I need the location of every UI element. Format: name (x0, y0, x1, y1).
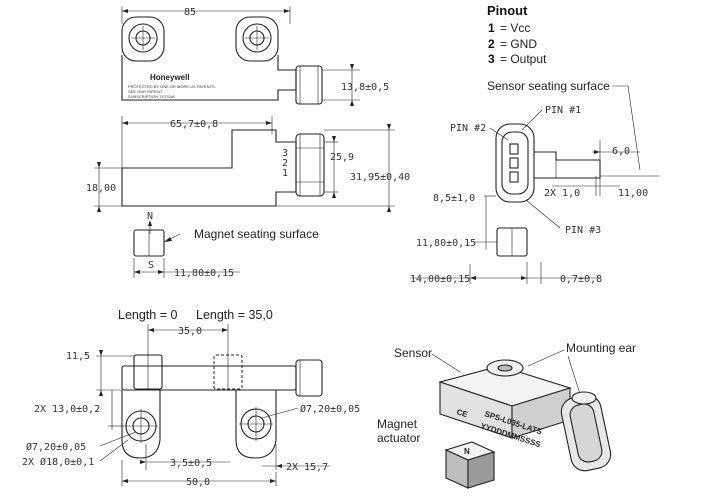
svg-text:11,00: 11,00 (618, 188, 648, 199)
svg-text:2: 2 (282, 158, 288, 169)
svg-text:PIN #2: PIN #2 (450, 123, 486, 134)
svg-text:11,5: 11,5 (66, 351, 90, 362)
label-sensor-seating-surface: Sensor seating surface (487, 79, 610, 93)
honeywell-logo: Honeywell (150, 73, 190, 82)
svg-text:= GND: = GND (500, 37, 537, 51)
svg-text:Ø7,20±0,05: Ø7,20±0,05 (300, 403, 360, 415)
svg-text:8,5±1,0: 8,5±1,0 (433, 193, 475, 204)
magnet-view: N S 11,80±0,15 Magnet seating surface (133, 211, 319, 279)
label-magnet-seating-surface: Magnet seating surface (194, 227, 319, 241)
svg-text:PIN #3: PIN #3 (565, 225, 601, 236)
connector-end-view: Sensor seating surface PIN #2 PIN #1 6,0… (410, 79, 660, 285)
svg-text:2: 2 (488, 37, 495, 51)
label-length-zero: Length = 0 (118, 308, 177, 322)
svg-text:0,7±0,8: 0,7±0,8 (560, 274, 602, 285)
svg-text:Ø7,20±0,05: Ø7,20±0,05 (26, 441, 86, 453)
svg-text:SUBSCRIPTION TXTSAA: SUBSCRIPTION TXTSAA (128, 94, 175, 99)
dim-overall-length: 85 (184, 7, 196, 18)
svg-text:SEE OUR PATENT: SEE OUR PATENT (128, 89, 163, 94)
svg-text:N: N (147, 211, 153, 222)
svg-text:50,0: 50,0 (186, 477, 210, 488)
isometric-view: Sensor Mounting ear Magnet actuator CE S… (377, 341, 636, 489)
top-view: 85 Honeywell PROTECTED BY ONE OR MORE US… (121, 6, 389, 106)
svg-text:2X 1,0: 2X 1,0 (544, 188, 580, 199)
svg-text:2X 15,7: 2X 15,7 (286, 462, 328, 473)
label-magnet: Magnet (377, 417, 418, 431)
svg-text:6,0: 6,0 (612, 146, 630, 157)
svg-text:CE: CE (455, 407, 469, 419)
label-length-35: Length = 35,0 (196, 308, 273, 322)
svg-text:PIN #1: PIN #1 (545, 105, 581, 116)
svg-text:2X Ø18,0±0,1: 2X Ø18,0±0,1 (22, 456, 94, 468)
svg-text:11,80±0,15: 11,80±0,15 (416, 238, 476, 249)
svg-text:1: 1 (282, 168, 288, 179)
svg-text:35,0: 35,0 (178, 326, 202, 337)
svg-text:3: 3 (282, 148, 288, 159)
svg-text:= Output: = Output (500, 52, 547, 66)
dim-body-height: 18,00 (86, 183, 116, 194)
svg-text:= Vcc: = Vcc (500, 21, 530, 35)
bottom-view: Length = 0 Length = 35,0 35,0 11,5 (22, 308, 360, 488)
dim-connector-height: 13,8±0,5 (341, 82, 389, 93)
label-actuator: actuator (377, 431, 420, 445)
svg-text:S: S (148, 260, 154, 271)
label-mounting-ear: Mounting ear (566, 341, 636, 355)
side-view: 65,7±0,8 3 2 1 18,00 25,9 31,95±0,40 (86, 116, 410, 212)
dim-overall-height: 31,95±0,40 (350, 172, 410, 183)
svg-text:N: N (464, 447, 470, 456)
dim-magnet-size: 11,80±0,15 (174, 268, 234, 279)
dim-side-length: 65,7±0,8 (170, 119, 218, 130)
svg-text:Pinout: Pinout (487, 3, 528, 18)
dim-connector-width: 25,9 (330, 152, 354, 163)
svg-text:PROTECTED BY ONE OR MORE US PA: PROTECTED BY ONE OR MORE US PATENTS. (128, 84, 216, 89)
pinout-legend: Pinout 1 = Vcc 2 = GND 3 = Output (487, 3, 547, 66)
label-sensor: Sensor (394, 346, 432, 360)
svg-text:14,00±0,15: 14,00±0,15 (410, 274, 470, 285)
svg-text:2X 13,0±0,2: 2X 13,0±0,2 (34, 404, 100, 415)
svg-text:1: 1 (488, 21, 495, 35)
svg-text:3: 3 (488, 52, 495, 66)
svg-text:3,5±0,5: 3,5±0,5 (170, 458, 212, 469)
